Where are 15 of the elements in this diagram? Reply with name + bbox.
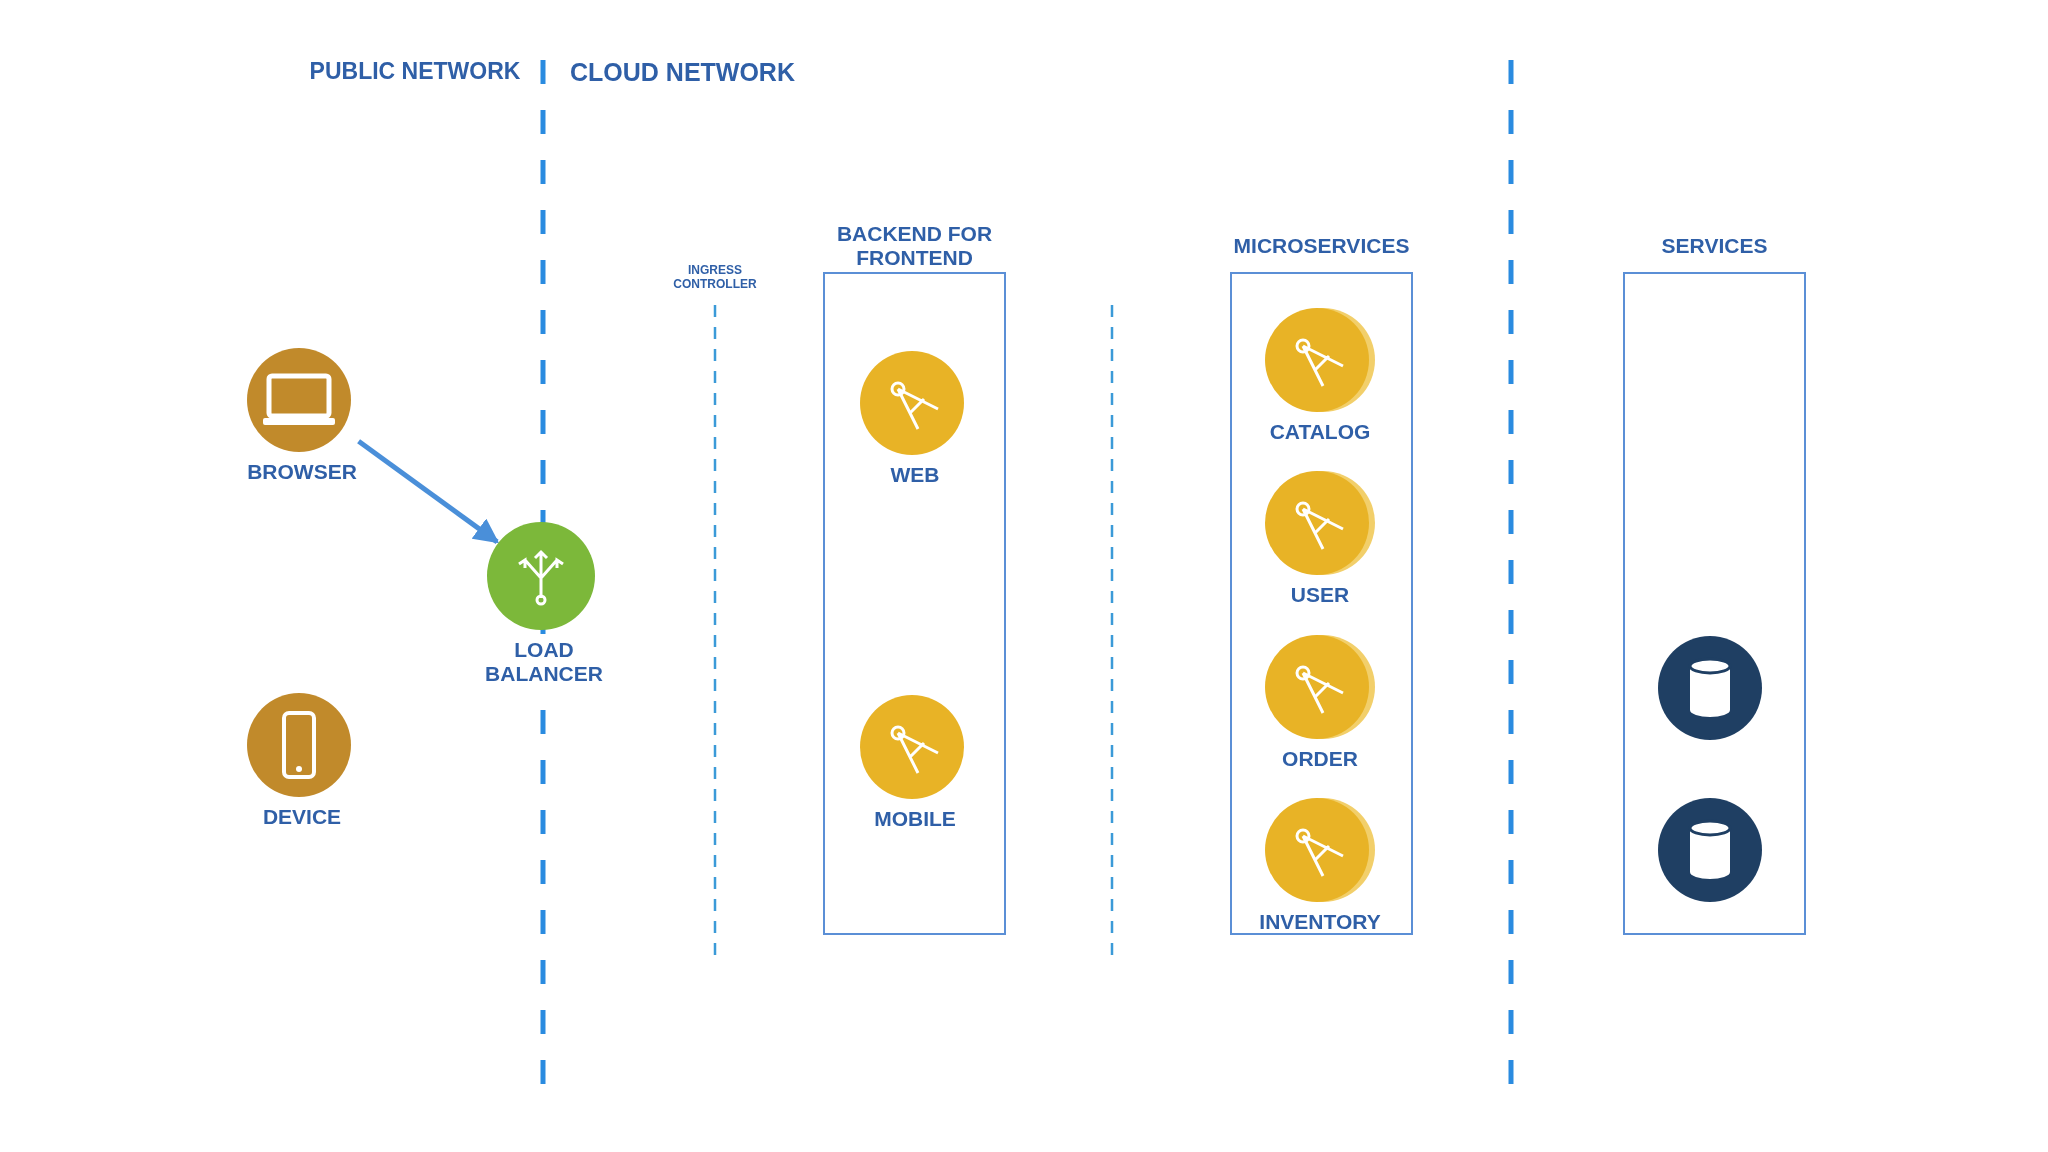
node-label: BROWSER (247, 460, 357, 484)
node-label: USER (1290, 583, 1350, 607)
zone-label: PUBLIC NETWORK (308, 58, 522, 85)
node-label: CATALOG (1269, 420, 1371, 444)
group-heading: BACKEND FOR FRONTEND (835, 222, 994, 270)
node-label: MOBILE (874, 807, 956, 831)
arrow (357, 439, 500, 544)
group-heading: MICROSERVICES (1232, 234, 1411, 258)
node-label: INVENTORY (1259, 910, 1381, 934)
node-label: WEB (890, 463, 940, 487)
zone-label: CLOUD NETWORK (570, 58, 796, 87)
group-heading: SERVICES (1660, 234, 1769, 258)
component-label: INGRESS CONTROLLER (672, 263, 758, 291)
node-label: ORDER (1282, 747, 1358, 771)
node-label: DEVICE (262, 805, 342, 829)
